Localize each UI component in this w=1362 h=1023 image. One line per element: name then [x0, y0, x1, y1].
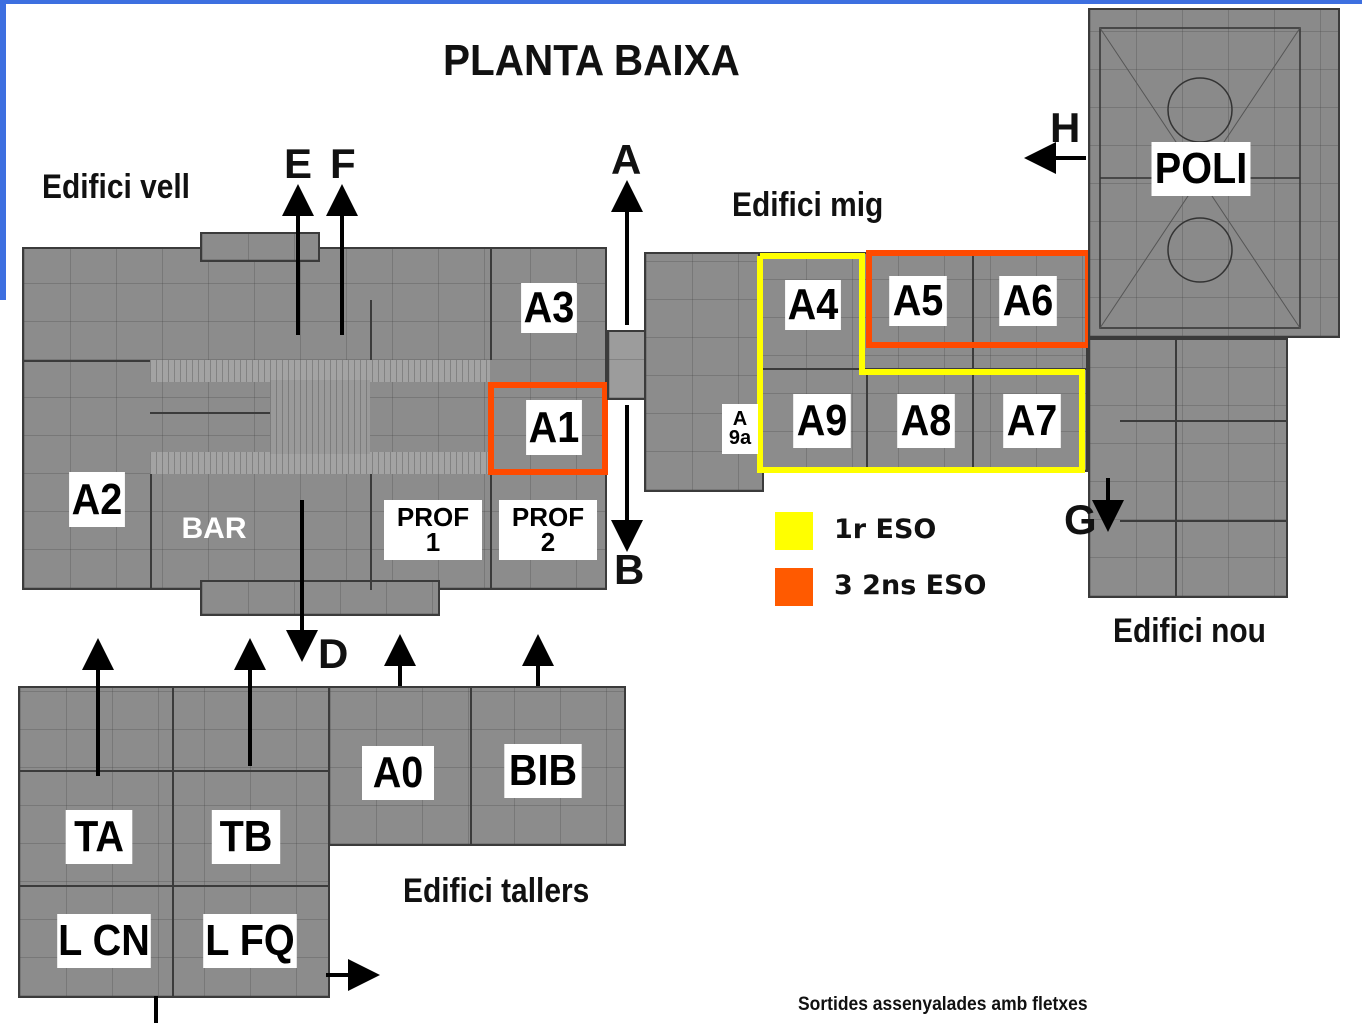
legend-label-2n-eso: 3 2ns ESO — [834, 570, 987, 601]
prof-2-line-2: 2 — [540, 527, 556, 557]
room-tb: TB — [211, 810, 281, 864]
room-ta: TA — [65, 810, 133, 864]
legend-label-1r-eso: 1r ESO — [834, 514, 937, 545]
exit-label-h: H — [1050, 104, 1081, 151]
label-edifici-nou: Edifici nou — [1113, 612, 1266, 650]
room-a9a: A 9a — [722, 404, 758, 454]
vell-corridor-south — [150, 452, 490, 474]
a9a-line-2: 9a — [728, 427, 752, 449]
wall — [150, 474, 152, 590]
room-a8: A8 — [897, 394, 955, 448]
wall — [18, 885, 330, 887]
exit-label-e: E — [284, 140, 313, 187]
room-a0: A0 — [362, 746, 434, 800]
wall — [150, 412, 270, 414]
connector-vell-mig — [607, 330, 647, 400]
wall — [172, 686, 174, 998]
wall — [470, 686, 472, 846]
wall — [490, 474, 492, 590]
wall — [22, 360, 150, 362]
wall — [1120, 420, 1288, 422]
frame-border-left — [0, 0, 6, 300]
legend-swatch-2n-eso — [775, 568, 813, 606]
exit-label-g: G — [1064, 496, 1097, 543]
room-bib: BIB — [504, 744, 582, 798]
wall — [370, 300, 372, 360]
room-a2: A2 — [69, 472, 125, 527]
exit-label-b: B — [614, 546, 645, 593]
wall — [18, 770, 330, 772]
wall — [370, 474, 372, 590]
vell-corridor-north — [150, 360, 490, 382]
wall — [972, 252, 974, 470]
room-l-fq: L FQ — [203, 914, 297, 968]
frame-border-top — [0, 0, 1362, 4]
map-title: PLANTA BAIXA — [443, 36, 740, 85]
label-edifici-vell: Edifici vell — [42, 168, 191, 206]
wall — [866, 370, 868, 470]
edifici-mig-west-wing — [644, 252, 764, 492]
room-a6: A6 — [999, 276, 1057, 326]
room-a3: A3 — [521, 283, 577, 333]
legend-swatch-1r-eso — [775, 512, 813, 550]
label-edifici-tallers: Edifici tallers — [403, 872, 590, 910]
exit-label-f: F — [330, 140, 356, 187]
prof-1-line-2: 1 — [425, 527, 441, 557]
room-a4: A4 — [785, 280, 841, 330]
room-prof-1: PROF 1 — [384, 500, 482, 560]
room-l-cn: L CN — [57, 914, 151, 968]
room-a7: A7 — [1003, 394, 1061, 448]
room-poli: POLI — [1151, 142, 1251, 196]
edifici-vell-annex-bottom — [200, 580, 440, 616]
label-edifici-mig: Edifici mig — [732, 186, 884, 224]
room-a5: A5 — [889, 276, 947, 326]
wall — [1120, 520, 1288, 522]
exit-label-a: A — [611, 136, 642, 183]
room-bar: BAR — [181, 512, 247, 545]
room-a9: A9 — [793, 394, 851, 448]
prof-2-line-1: PROF — [511, 502, 585, 533]
highlight-a1-2n-eso — [488, 382, 608, 475]
wall — [1175, 338, 1177, 598]
footnote-exits: Sortides assenyalades amb fletxes — [798, 994, 1088, 1015]
prof-1-line-1: PROF — [396, 502, 470, 533]
edifici-nou-building — [1088, 338, 1288, 598]
vell-hall — [270, 380, 370, 454]
room-prof-2: PROF 2 — [499, 500, 597, 560]
room-a1: A1 — [526, 400, 582, 455]
a9a-line-1: A — [732, 408, 748, 430]
wall — [490, 247, 492, 360]
exit-label-d: D — [318, 630, 349, 677]
